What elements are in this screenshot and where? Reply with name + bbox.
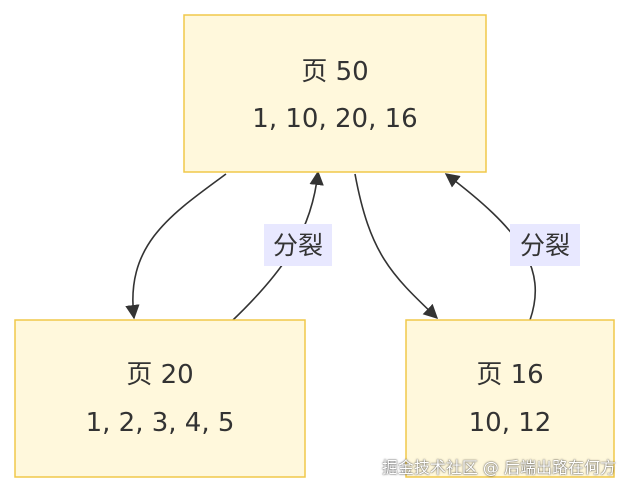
- edge-root-to-left: [125, 173, 227, 320]
- node-page-20: 页 20 1, 2, 3, 4, 5: [14, 319, 306, 478]
- node-keys: 1, 10, 20, 16: [252, 104, 417, 134]
- node-keys: 1, 2, 3, 4, 5: [86, 408, 235, 438]
- node-box: [405, 319, 615, 478]
- node-keys: 10, 12: [469, 408, 552, 438]
- node-page-50: 页 50 1, 10, 20, 16: [183, 14, 487, 173]
- edge-label-text: 分裂: [520, 231, 570, 260]
- edge-label-bg: [510, 224, 580, 266]
- node-page-16: 页 16 10, 12: [405, 319, 615, 478]
- edge-root-to-right: [354, 173, 439, 319]
- node-title: 页 50: [301, 57, 368, 87]
- edge-label-left-split: 分裂: [264, 224, 332, 266]
- node-box: [14, 319, 306, 478]
- watermark: 掘金技术社区 @ 后端出路在何方: [381, 458, 616, 477]
- node-title: 页 20: [126, 360, 193, 390]
- node-box: [183, 14, 487, 173]
- edge-label-right-split: 分裂: [510, 224, 580, 266]
- edge-label-bg: [264, 224, 332, 266]
- edge-label-text: 分裂: [273, 231, 323, 260]
- node-title: 页 16: [476, 360, 543, 390]
